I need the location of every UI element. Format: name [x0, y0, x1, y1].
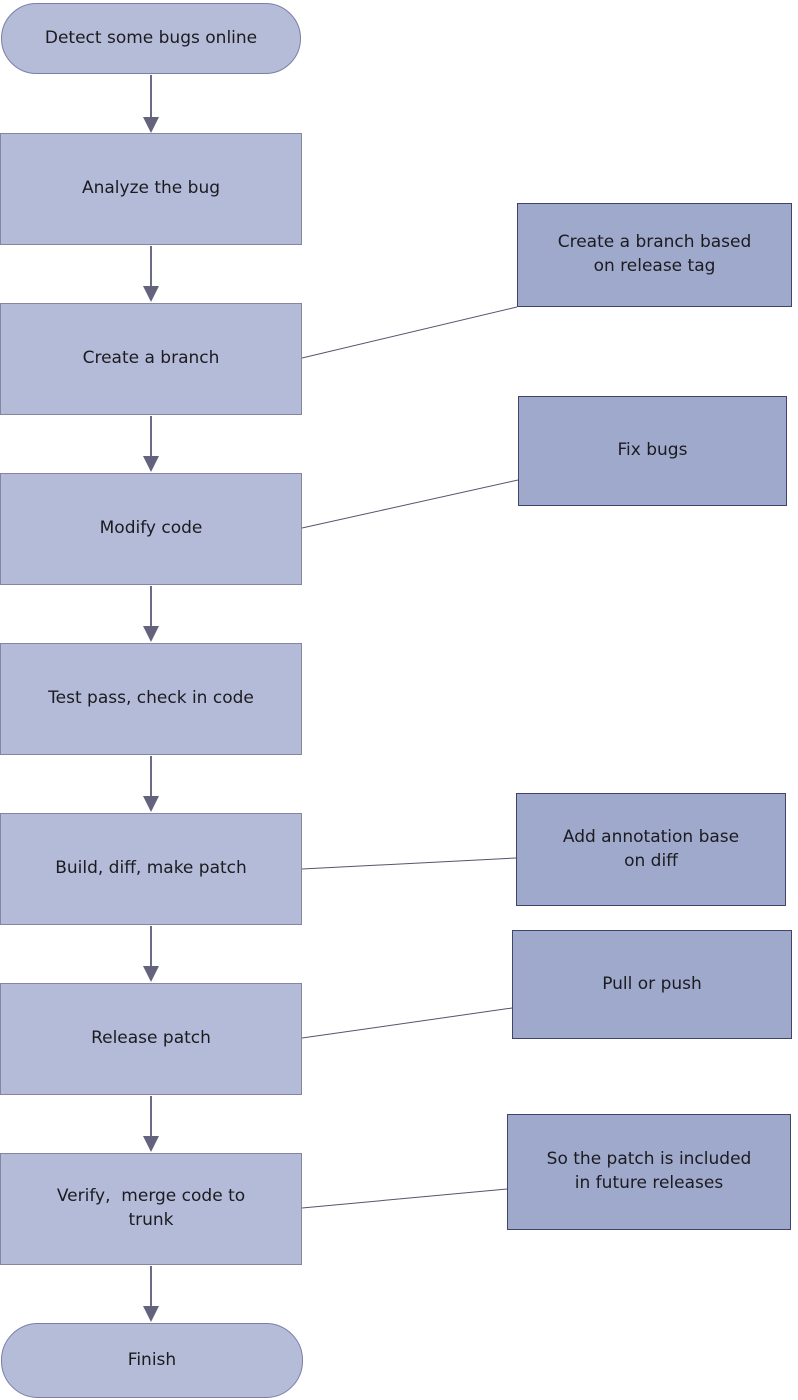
flow-node-release-patch-label: Release patch: [91, 1028, 211, 1049]
flow-node-create-branch-label: Create a branch: [82, 348, 220, 369]
annotation-connector-verify-merge: [301, 1188, 508, 1209]
flow-arrow-start-analyze: [143, 75, 159, 133]
flow-arrow-verify-merge-finish: [143, 1266, 159, 1322]
annotation-pull-or-push: Pull or push: [512, 930, 792, 1039]
flow-arrow-release-patch-verify-merge: [143, 1096, 159, 1152]
annotation-fix-bugs-label: Fix bugs: [617, 440, 688, 461]
annotation-add-annotation: Add annotation base on diff: [516, 793, 786, 906]
flow-node-test-pass: Test pass, check in code: [0, 643, 302, 755]
flow-node-finish-label: Finish: [127, 1349, 177, 1370]
annotation-add-annotation-label: Add annotation base on diff: [562, 826, 740, 871]
flow-arrow-create-branch-modify-code: [143, 416, 159, 472]
annotation-connector-build-diff: [301, 857, 517, 870]
flow-arrow-build-diff-release-patch: [143, 926, 159, 982]
flow-node-start-label: Detect some bugs online: [44, 27, 258, 48]
flow-node-analyze-label: Analyze the bug: [81, 178, 221, 199]
flow-node-verify-merge-label: Verify, merge code to trunk: [56, 1186, 251, 1230]
annotation-create-branch-label: Create a branch based on release tag: [557, 232, 752, 276]
annotation-patch-included-label: So the patch is included in future relea…: [546, 1149, 752, 1193]
annotation-pull-or-push-label: Pull or push: [602, 973, 702, 994]
flow-arrow-test-pass-build-diff: [143, 756, 159, 812]
annotation-connector-modify-code: [301, 479, 519, 529]
flow-arrow-modify-code-test-pass: [143, 586, 159, 642]
flow-node-analyze: Analyze the bug: [0, 133, 302, 245]
flow-arrow-analyze-create-branch: [143, 246, 159, 302]
flow-node-modify-code: Modify code: [0, 473, 302, 585]
flow-node-modify-code-label: Modify code: [99, 518, 203, 539]
flow-node-build-diff-make-patch: Build, diff, make patch: [0, 813, 302, 925]
flow-node-release-patch: Release patch: [0, 983, 302, 1095]
annotation-connector-release-patch: [301, 1007, 513, 1039]
flow-node-verify-merge: Verify, merge code to trunk: [0, 1153, 302, 1265]
flow-node-test-pass-label: Test pass, check in code: [48, 688, 254, 709]
flow-node-create-branch: Create a branch: [0, 303, 302, 415]
annotation-patch-included: So the patch is included in future relea…: [507, 1114, 791, 1230]
annotation-fix-bugs: Fix bugs: [518, 396, 787, 506]
flow-node-build-diff-label: Build, diff, make patch: [55, 858, 247, 879]
annotation-create-branch: Create a branch based on release tag: [517, 203, 792, 307]
annotation-connector-create-branch: [301, 306, 518, 359]
flow-node-start: Detect some bugs online: [1, 3, 301, 74]
flow-node-finish: Finish: [1, 1323, 303, 1398]
